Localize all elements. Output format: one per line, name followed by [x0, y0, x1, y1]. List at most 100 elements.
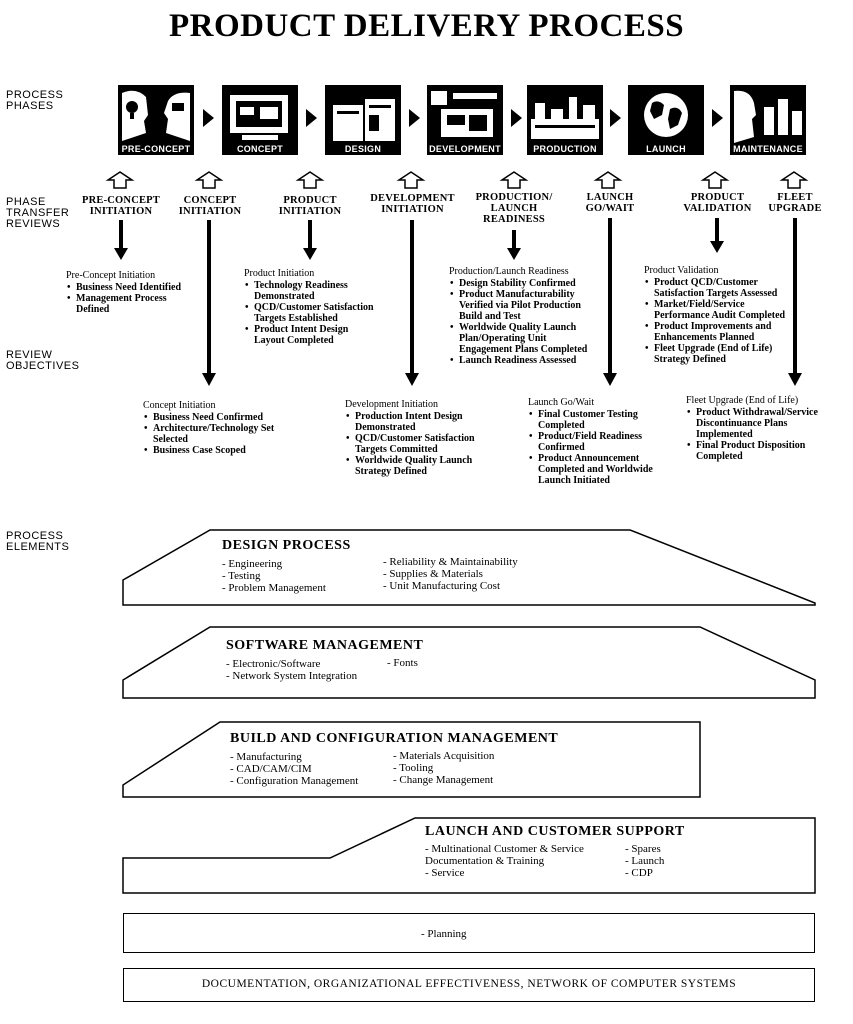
section-label-objectives: REVIEW OBJECTIVES — [6, 349, 80, 372]
element-item: Manufacturing — [230, 751, 358, 763]
objective-item: Product/Field Readiness Confirmed — [528, 431, 658, 453]
element-item: Tooling — [393, 762, 494, 774]
objective-item: Fleet Upgrade (End of Life) Strategy Def… — [644, 343, 794, 365]
review-label: DEVELOPMENT INITIATION — [370, 193, 455, 215]
globe-icon — [644, 93, 688, 137]
up-arrow-icon — [194, 171, 224, 189]
objective-item: Product QCD/Customer Satisfaction Target… — [644, 277, 794, 299]
objective-item: Product Announcement Completed and World… — [528, 453, 658, 486]
up-arrow-icon — [700, 171, 730, 189]
objective-title: Production/Launch Readiness — [449, 266, 569, 277]
element-item: Engineering — [222, 558, 326, 570]
objective-item: QCD/Customer Satisfaction Targets Commit… — [345, 433, 495, 455]
section-label-elements: PROCESS ELEMENTS — [6, 530, 70, 553]
phase-pre-concept: PRE-CONCEPT — [118, 85, 194, 155]
phase-arrow-icon — [409, 109, 420, 127]
objective-item: Product Intent Design Layout Completed — [244, 324, 374, 346]
objective-item: QCD/Customer Satisfaction Targets Establ… — [244, 302, 374, 324]
element-list-build-2: Materials Acquisition Tooling Change Man… — [393, 750, 494, 786]
objective-title: Launch Go/Wait — [528, 397, 595, 408]
head-buildings-icon — [734, 90, 802, 143]
section-label-reviews: PHASE TRANSFER REVIEWS — [6, 196, 70, 230]
element-list-design-1: Engineering Testing Problem Management — [222, 558, 326, 594]
page-title: PRODUCT DELIVERY PROCESS — [168, 8, 685, 44]
phase-label: LAUNCH — [646, 144, 686, 154]
phase-arrow-icon — [610, 109, 621, 127]
phase-label: PRE-CONCEPT — [121, 144, 191, 154]
review-up-arrow-icons — [105, 171, 809, 189]
objective-item: Architecture/Technology Set Selected — [143, 423, 293, 445]
printer-machine-icon — [333, 99, 395, 141]
objective-title: Fleet Upgrade (End of Life) — [686, 395, 799, 406]
element-item: Testing — [222, 570, 326, 582]
planning-box: Planning — [123, 913, 815, 953]
phase-label: CONCEPT — [236, 144, 284, 154]
element-item: Reliability & Maintainability — [383, 556, 517, 568]
phase-design: DESIGN — [325, 85, 401, 155]
up-arrow-icon — [105, 171, 135, 189]
objective-title: Concept Initiation — [143, 400, 216, 411]
objective-item: Launch Readiness Assessed — [449, 355, 594, 366]
phase-maintenance: MAINTENANCE — [730, 85, 806, 155]
lightbulb-head-icon — [122, 90, 190, 141]
element-list-build-1: Manufacturing CAD/CAM/CIM Configuration … — [230, 751, 358, 787]
element-title-launch: LAUNCH AND CUSTOMER SUPPORT — [425, 824, 685, 839]
phase-development: DEVELOPMENT — [427, 85, 503, 155]
objective-item: Worldwide Quality Launch Plan/Operating … — [449, 322, 594, 355]
objective-item: Product Manufacturability Verified via P… — [449, 289, 594, 322]
section-label-phases: PROCESS PHASES — [6, 89, 64, 112]
element-list-software-2: Fonts — [387, 657, 417, 669]
element-item: Spares — [625, 843, 664, 855]
planning-list: Planning — [421, 928, 466, 940]
objective-item: Production Intent Design Demonstrated — [345, 411, 495, 433]
objective-item: Technology Readiness Demonstrated — [244, 280, 374, 302]
computer-screen-icon — [230, 95, 288, 140]
objective-title: Pre-Concept Initiation — [66, 270, 156, 281]
documentation-label: DOCUMENTATION, ORGANIZATIONAL EFFECTIVEN… — [201, 978, 737, 990]
element-list-design-2: Reliability & Maintainability Supplies &… — [383, 556, 518, 592]
objective-title: Product Initiation — [244, 268, 315, 279]
review-arrows — [105, 171, 809, 386]
element-item: Multinational Customer & Service Documen… — [425, 843, 615, 867]
element-item: Fonts — [387, 657, 417, 669]
objective-item: Management Process Defined — [66, 293, 196, 315]
objective-block: Concept Initiation Business Need Confirm… — [143, 400, 293, 456]
review-label: CONCEPT INITIATION — [178, 195, 242, 217]
objective-item: Product Withdrawal/Service Discontinuanc… — [686, 407, 831, 440]
objective-block: Pre-Concept Initiation Business Need Ide… — [66, 270, 196, 315]
element-item: Materials Acquisition — [393, 750, 494, 762]
element-list-launch-1: Multinational Customer & Service Documen… — [425, 843, 615, 879]
objective-block: Development Initiation Production Intent… — [345, 399, 495, 477]
objective-block: Product Initiation Technology Readiness … — [244, 268, 374, 346]
up-arrow-icon — [593, 171, 623, 189]
phase-launch: LAUNCH — [628, 85, 704, 155]
documentation-box: DOCUMENTATION, ORGANIZATIONAL EFFECTIVEN… — [123, 968, 815, 1002]
phase-label: MAINTENANCE — [733, 144, 803, 154]
objective-item: Product Improvements and Enhancements Pl… — [644, 321, 794, 343]
review-label: PRODUCT INITIATION — [278, 195, 342, 217]
prototype-device-icon — [431, 91, 497, 137]
objective-block: Product Validation Product QCD/Customer … — [644, 265, 794, 365]
element-item: CAD/CAM/CIM — [230, 763, 358, 775]
element-item: Problem Management — [222, 582, 325, 594]
element-title-build: BUILD AND CONFIGURATION MANAGEMENT — [230, 731, 559, 746]
phase-label: PRODUCTION — [533, 144, 597, 154]
objective-block: Production/Launch Readiness Design Stabi… — [449, 266, 594, 366]
element-item: Electronic/Software — [226, 658, 357, 670]
up-arrow-icon — [396, 171, 426, 189]
objective-item: Design Stability Confirmed — [449, 278, 594, 289]
phase-label: DEVELOPMENT — [429, 144, 501, 154]
element-list-software-1: Electronic/Software Network System Integ… — [226, 658, 357, 682]
up-arrow-icon — [499, 171, 529, 189]
up-arrow-icon — [295, 171, 325, 189]
objective-item: Business Need Confirmed — [143, 412, 293, 423]
up-arrow-icon — [779, 171, 809, 189]
phase-label: DESIGN — [344, 144, 382, 154]
element-item: Supplies & Materials — [383, 568, 518, 580]
review-label: PRODUCT VALIDATION — [683, 192, 752, 214]
element-item: Unit Manufacturing Cost — [383, 580, 518, 592]
element-item: Configuration Management — [230, 775, 358, 787]
element-title-software: SOFTWARE MANAGEMENT — [226, 638, 424, 653]
review-label: FLEET UPGRADE — [768, 192, 822, 214]
element-list-launch-2: Spares Launch CDP — [625, 843, 664, 879]
